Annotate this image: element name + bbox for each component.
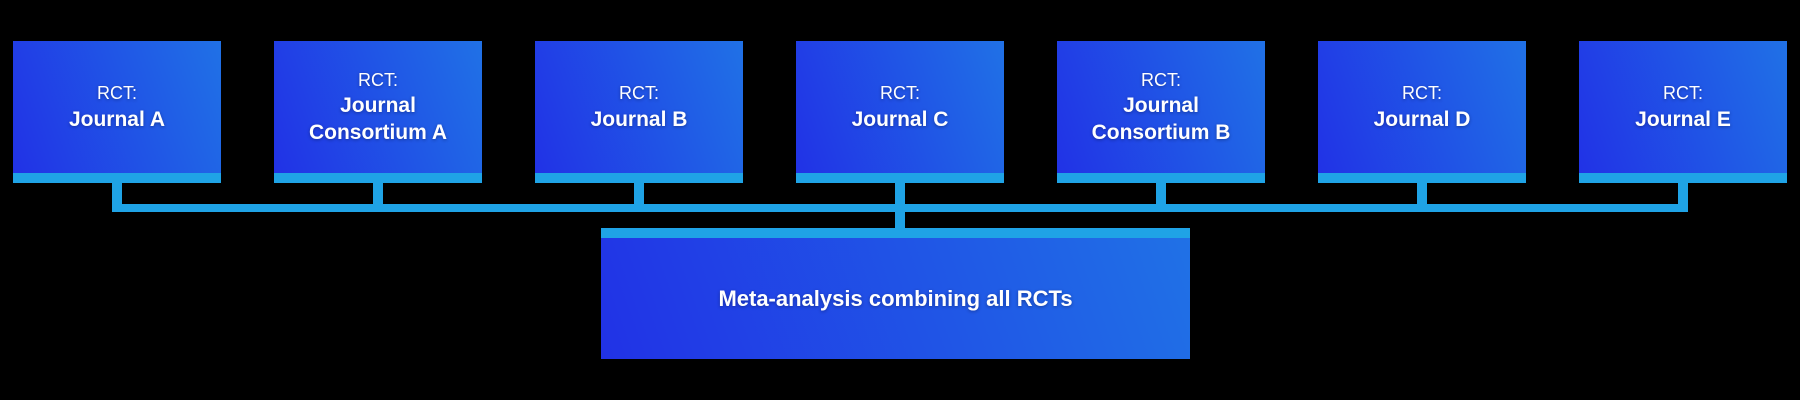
rct-node-journal-c: RCT: Journal C xyxy=(796,41,1004,183)
rct-node-prefix: RCT: xyxy=(619,83,659,104)
connector-stem xyxy=(1417,183,1427,212)
connector-stem xyxy=(1678,183,1688,212)
rct-node-journal-b: RCT: Journal B xyxy=(535,41,743,183)
rct-node-prefix: RCT: xyxy=(1663,83,1703,104)
rct-node-name: Journal A xyxy=(68,107,166,131)
rct-node-name: Journal D xyxy=(1373,107,1471,131)
connector-stem xyxy=(373,183,383,212)
rct-node-name: Journal E xyxy=(1635,107,1731,131)
connector-stem xyxy=(112,183,122,212)
rct-node-journal-e: RCT: Journal E xyxy=(1579,41,1787,183)
meta-analysis-node: Meta-analysis combining all RCTs xyxy=(601,228,1190,359)
rct-node-journal-d: RCT: Journal D xyxy=(1318,41,1526,183)
rct-node-name: Journal Consortium A xyxy=(308,93,448,145)
rct-node-journal-consortium-b: RCT: Journal Consortium B xyxy=(1057,41,1265,183)
connector-stem xyxy=(895,183,905,212)
rct-node-name: Journal B xyxy=(590,107,688,131)
rct-node-prefix: RCT: xyxy=(97,83,137,104)
meta-analysis-label: Meta-analysis combining all RCTs xyxy=(718,285,1073,311)
rct-node-prefix: RCT: xyxy=(880,83,920,104)
connector-center-stem xyxy=(895,206,905,228)
rct-node-prefix: RCT: xyxy=(1141,69,1181,90)
rct-node-journal-a: RCT: Journal A xyxy=(13,41,221,183)
rct-node-journal-consortium-a: RCT: Journal Consortium A xyxy=(274,41,482,183)
connector-stem xyxy=(1156,183,1166,212)
rct-node-name: Journal Consortium B xyxy=(1091,93,1231,145)
connector-stem xyxy=(634,183,644,212)
rct-node-prefix: RCT: xyxy=(358,69,398,90)
rct-node-prefix: RCT: xyxy=(1402,83,1442,104)
rct-node-name: Journal C xyxy=(851,107,949,131)
